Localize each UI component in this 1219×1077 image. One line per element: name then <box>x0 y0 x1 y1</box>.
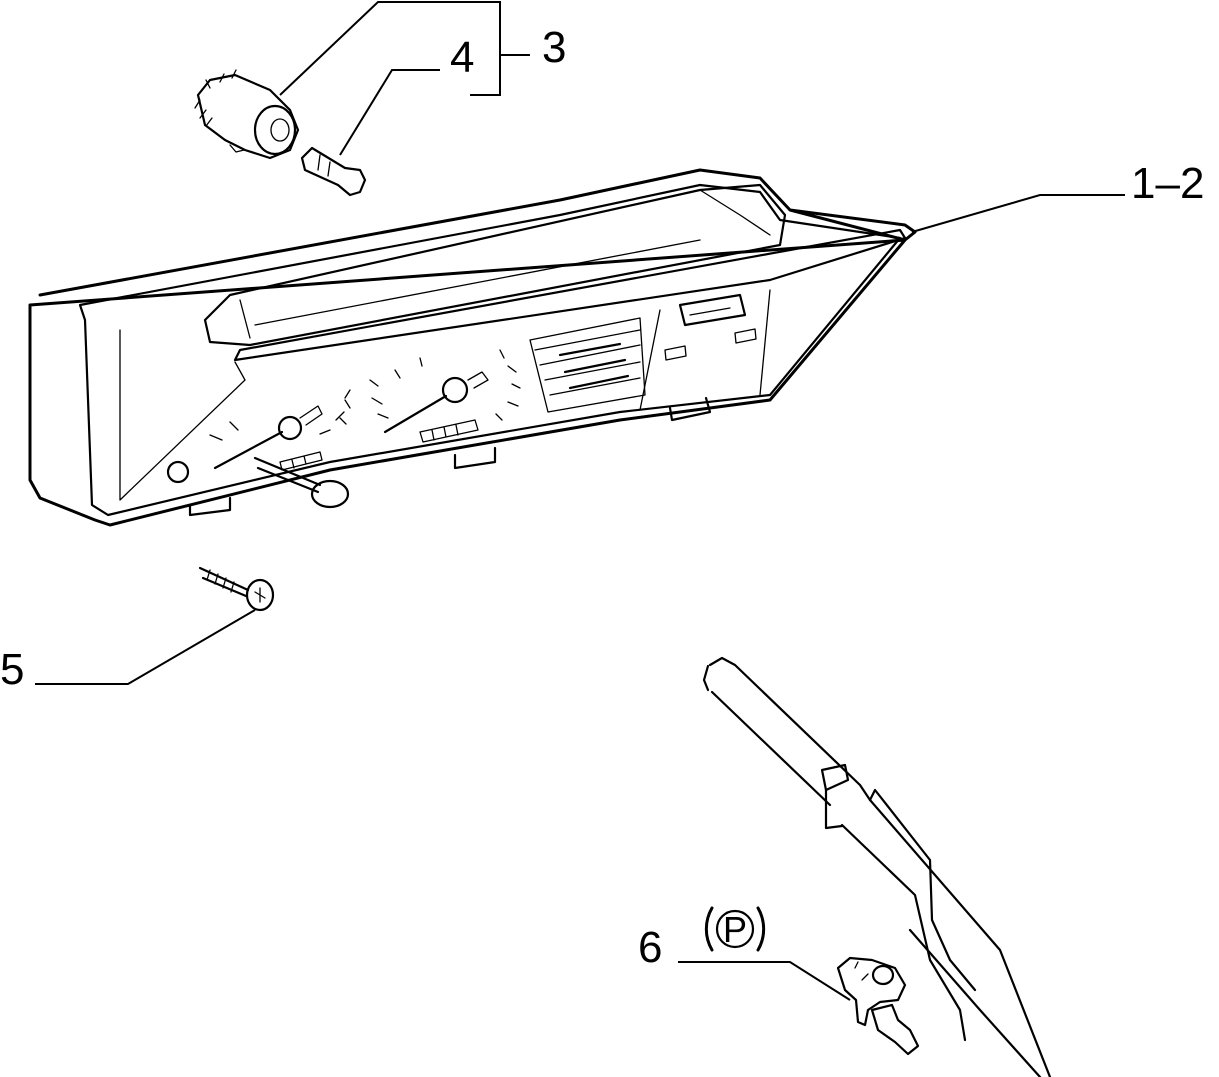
screw <box>198 566 275 612</box>
callout-3: 3 <box>542 23 566 72</box>
callout-1-2: 1–2 <box>1131 159 1204 208</box>
callout-5: 5 <box>0 645 24 694</box>
callout-6: 6 <box>638 923 662 972</box>
parking-symbol-letter: P <box>723 909 747 950</box>
handbrake-lever <box>702 656 1052 1077</box>
callout-4: 4 <box>450 33 474 82</box>
parking-brake-symbol: P <box>704 906 766 952</box>
instrument-cluster <box>28 168 917 527</box>
leader-lines <box>35 0 1125 1001</box>
bulb <box>300 146 367 197</box>
handbrake-warning-switch <box>836 956 920 1056</box>
bulb-holder <box>194 69 300 160</box>
